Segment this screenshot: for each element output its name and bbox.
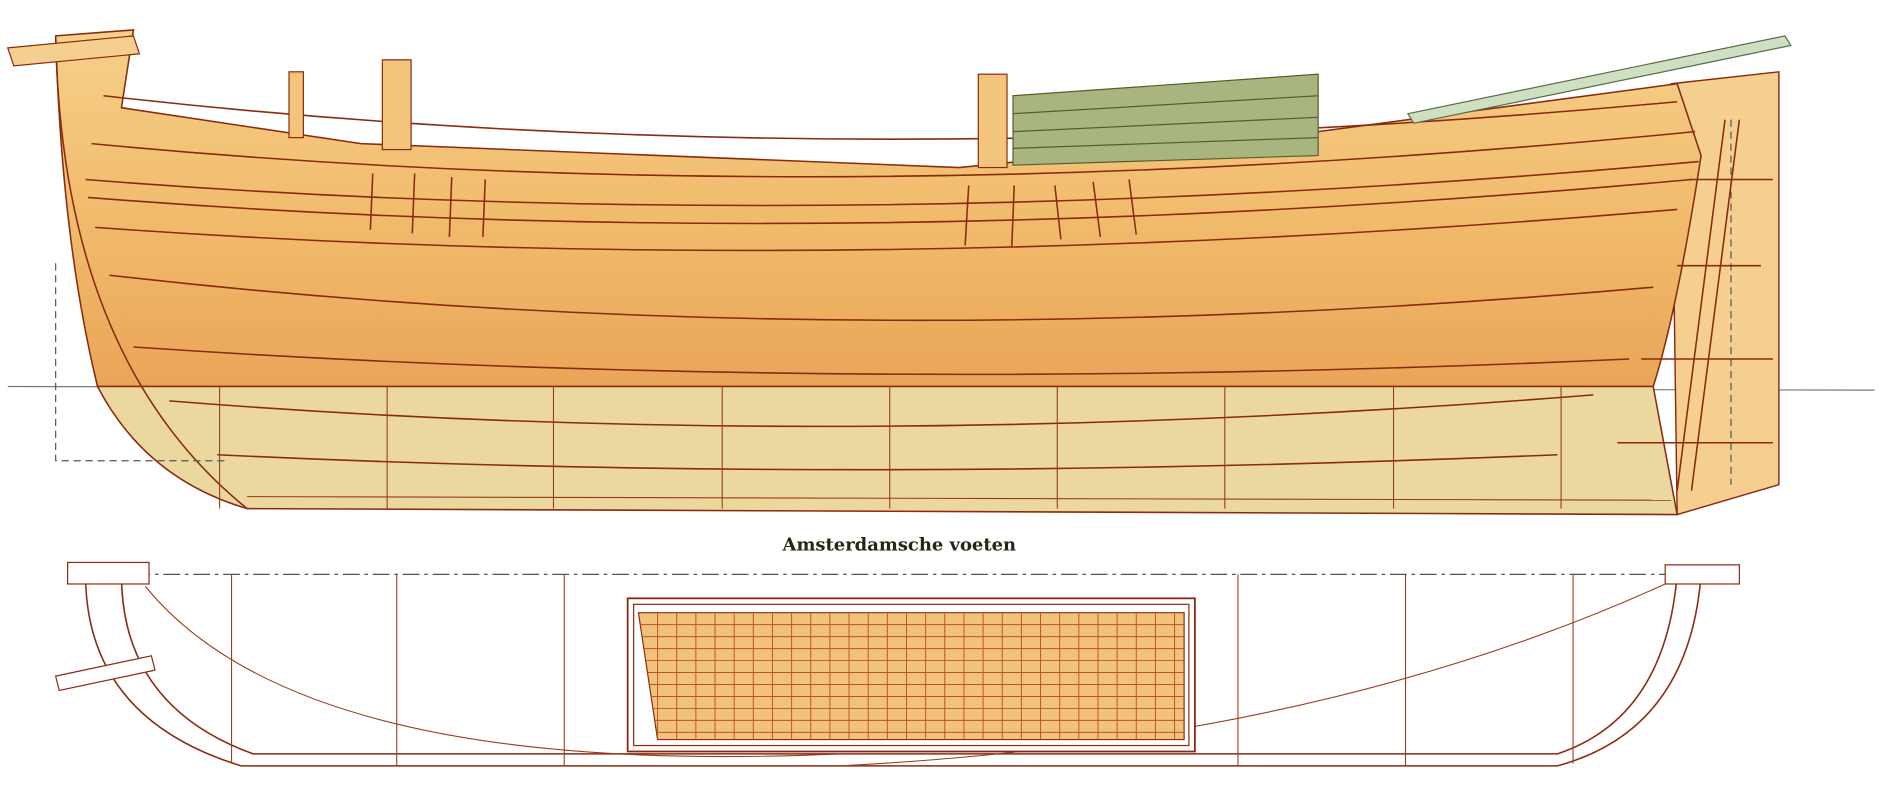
side-elevation xyxy=(6,29,1792,516)
hull-upper xyxy=(54,29,1702,388)
hatch-covers xyxy=(1012,73,1319,166)
deck-plan xyxy=(54,561,1740,767)
tiller xyxy=(1406,35,1792,124)
bowsprit xyxy=(6,35,141,67)
frame-grid xyxy=(219,386,1672,509)
bitt-post xyxy=(381,59,412,151)
scale-caption: Amsterdamsche voeten xyxy=(782,534,1017,555)
bitt-post xyxy=(977,73,1008,169)
stern-post xyxy=(1670,70,1780,516)
hold-grating xyxy=(637,612,1185,741)
